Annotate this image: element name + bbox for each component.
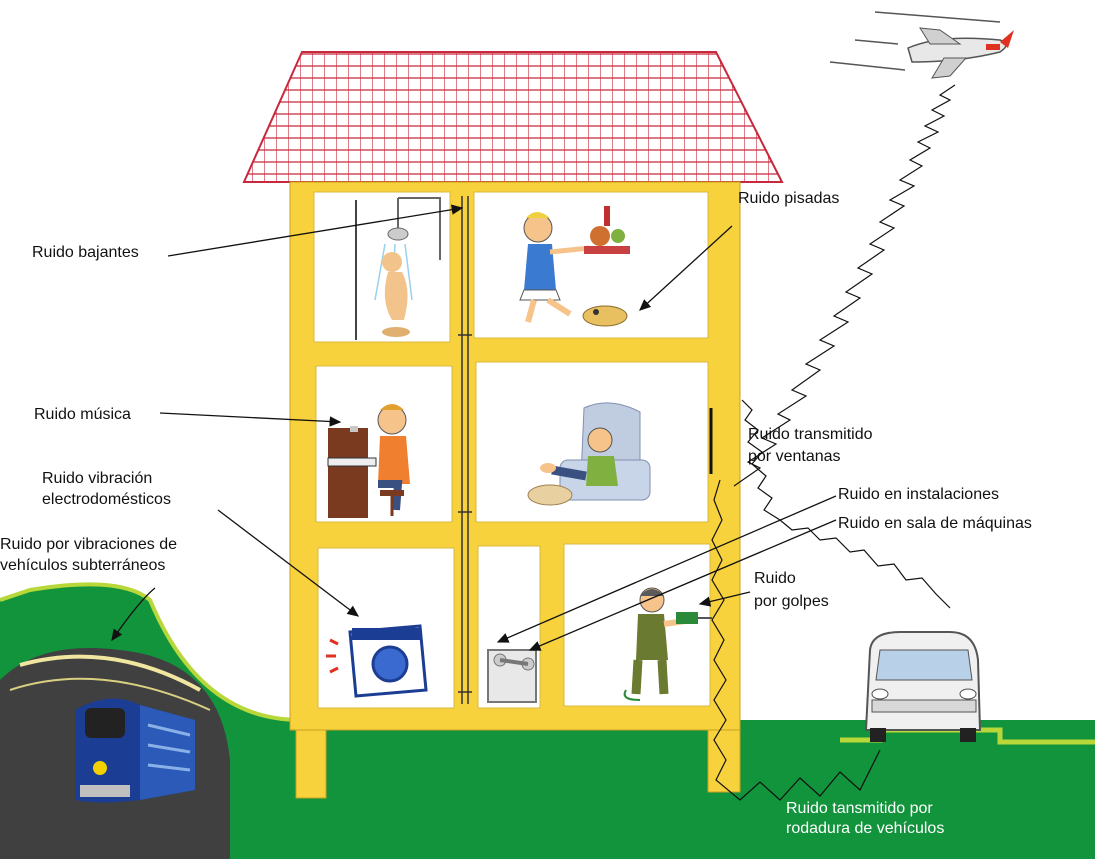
worker-with-drill [623,587,712,701]
label-ruido-rodadura-1: Ruido tansmitido por [786,800,933,817]
airplane [829,11,1014,79]
label-ruido-rodadura-2: rodadura de vehículos [786,820,945,837]
pianist [327,404,410,518]
man-in-armchair [527,402,651,506]
waitress-footsteps [519,206,630,327]
label-ruido-musica: Ruido música [34,406,131,423]
boiler-machine [487,649,537,703]
label-ruido-vibracion-2: electrodomésticos [42,491,171,508]
label-ruido-golpes-2: por golpes [754,593,829,610]
label-ruido-pisadas: Ruido pisadas [738,190,840,207]
washing-machine [326,624,428,698]
label-ruido-sala-maquinas: Ruido en sala de máquinas [838,515,1032,532]
label-ruido-bajantes: Ruido bajantes [32,244,139,261]
label-ruido-ventanas-2: por ventanas [748,448,841,465]
label-ruido-subterraneos-1: Ruido por vibraciones de [0,536,177,553]
subway-train [75,698,195,803]
label-ruido-vibracion-1: Ruido vibración [42,470,153,487]
label-ruido-subterraneos-2: vehículos subterráneos [0,557,166,574]
label-ruido-instalaciones: Ruido en instalaciones [838,486,999,503]
label-ruido-golpes-1: Ruido [754,570,796,587]
pointer-arrows [111,204,837,651]
drain-pipe [458,196,472,704]
roof [242,51,784,183]
shower-person [355,197,441,340]
van [864,631,982,742]
sound-zigzags [711,84,956,801]
label-ruido-ventanas-1: Ruido transmitido [748,426,873,443]
